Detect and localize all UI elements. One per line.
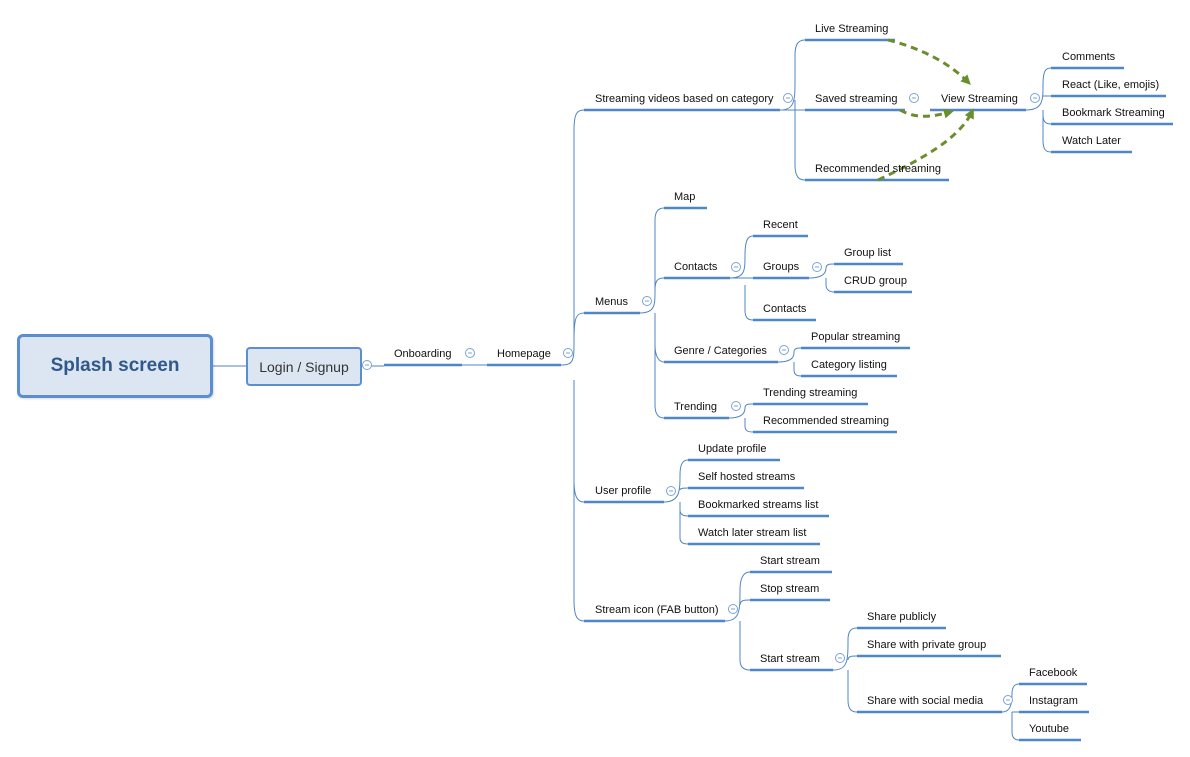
watch-later-node[interactable]: Watch Later (1062, 135, 1121, 147)
user-profile-node[interactable]: User profile (595, 485, 652, 497)
groups-node[interactable]: Groups (763, 261, 800, 273)
group-list-node[interactable]: Group list (844, 247, 892, 259)
relationship-arrow-live (887, 38, 971, 85)
view-streaming-node[interactable]: View Streaming (941, 93, 1018, 105)
stream-icon-node[interactable]: Stream icon (FAB button) (595, 604, 719, 616)
login-signup-label: Login / Signup (259, 358, 349, 375)
contacts-node[interactable]: Contacts (763, 303, 807, 315)
homepage-node[interactable]: Homepage (497, 348, 551, 360)
node-underlines (384, 38, 1173, 742)
trending-recommended-node[interactable]: Recommended streaming (763, 415, 889, 427)
collapse-toggle-minus-marks (365, 97, 1037, 701)
update-profile-node[interactable]: Update profile (698, 443, 767, 455)
share-publicly-node[interactable]: Share publicly (867, 611, 937, 623)
share-social-node[interactable]: Share with social media (867, 695, 984, 707)
youtube-node[interactable]: Youtube (1029, 723, 1069, 735)
recommended-streaming-node[interactable]: Recommended streaming (815, 163, 941, 175)
start-stream-share-node[interactable]: Start stream (760, 653, 820, 665)
crud-group-node[interactable]: CRUD group (844, 275, 907, 287)
genre-categories-node[interactable]: Genre / Categories (674, 345, 767, 357)
splash-screen-node[interactable]: Splash screen (17, 334, 213, 398)
trending-node[interactable]: Trending (674, 401, 718, 413)
stop-stream-node[interactable]: Stop stream (760, 583, 820, 595)
start-stream-node[interactable]: Start stream (760, 555, 820, 567)
category-listing-node[interactable]: Category listing (811, 359, 887, 371)
onboarding-node[interactable]: Onboarding (394, 348, 452, 360)
instagram-node[interactable]: Instagram (1029, 695, 1078, 707)
relationship-arrows (877, 38, 974, 182)
splash-screen-label: Splash screen (50, 355, 180, 376)
map-node[interactable]: Map (674, 191, 696, 203)
saved-streaming-node[interactable]: Saved streaming (815, 93, 898, 105)
popular-streaming-node[interactable]: Popular streaming (811, 331, 901, 343)
relationship-arrow-saved (899, 108, 954, 119)
bookmark-streaming-node[interactable]: Bookmark Streaming (1062, 107, 1165, 119)
live-streaming-node[interactable]: Live Streaming (815, 23, 889, 35)
react-node[interactable]: React (Like, emojis) (1062, 79, 1160, 91)
self-hosted-node[interactable]: Self hosted streams (698, 471, 796, 483)
bookmarked-list-node[interactable]: Bookmarked streams list (698, 499, 819, 511)
comments-node[interactable]: Comments (1062, 51, 1116, 63)
watch-later-list-node[interactable]: Watch later stream list (698, 527, 807, 539)
trending-streaming-node[interactable]: Trending streaming (763, 387, 858, 399)
menus-node[interactable]: Menus (595, 296, 629, 308)
relationship-arrow-recommended (877, 108, 974, 182)
streaming-category-node[interactable]: Streaming videos based on category (595, 93, 774, 105)
login-signup-node[interactable]: Login / Signup (246, 347, 362, 386)
share-private-node[interactable]: Share with private group (867, 639, 987, 651)
contacts-menu-node[interactable]: Contacts (674, 261, 718, 273)
facebook-node[interactable]: Facebook (1029, 667, 1078, 679)
branch-connectors (210, 39, 1052, 741)
recent-node[interactable]: Recent (763, 219, 798, 231)
